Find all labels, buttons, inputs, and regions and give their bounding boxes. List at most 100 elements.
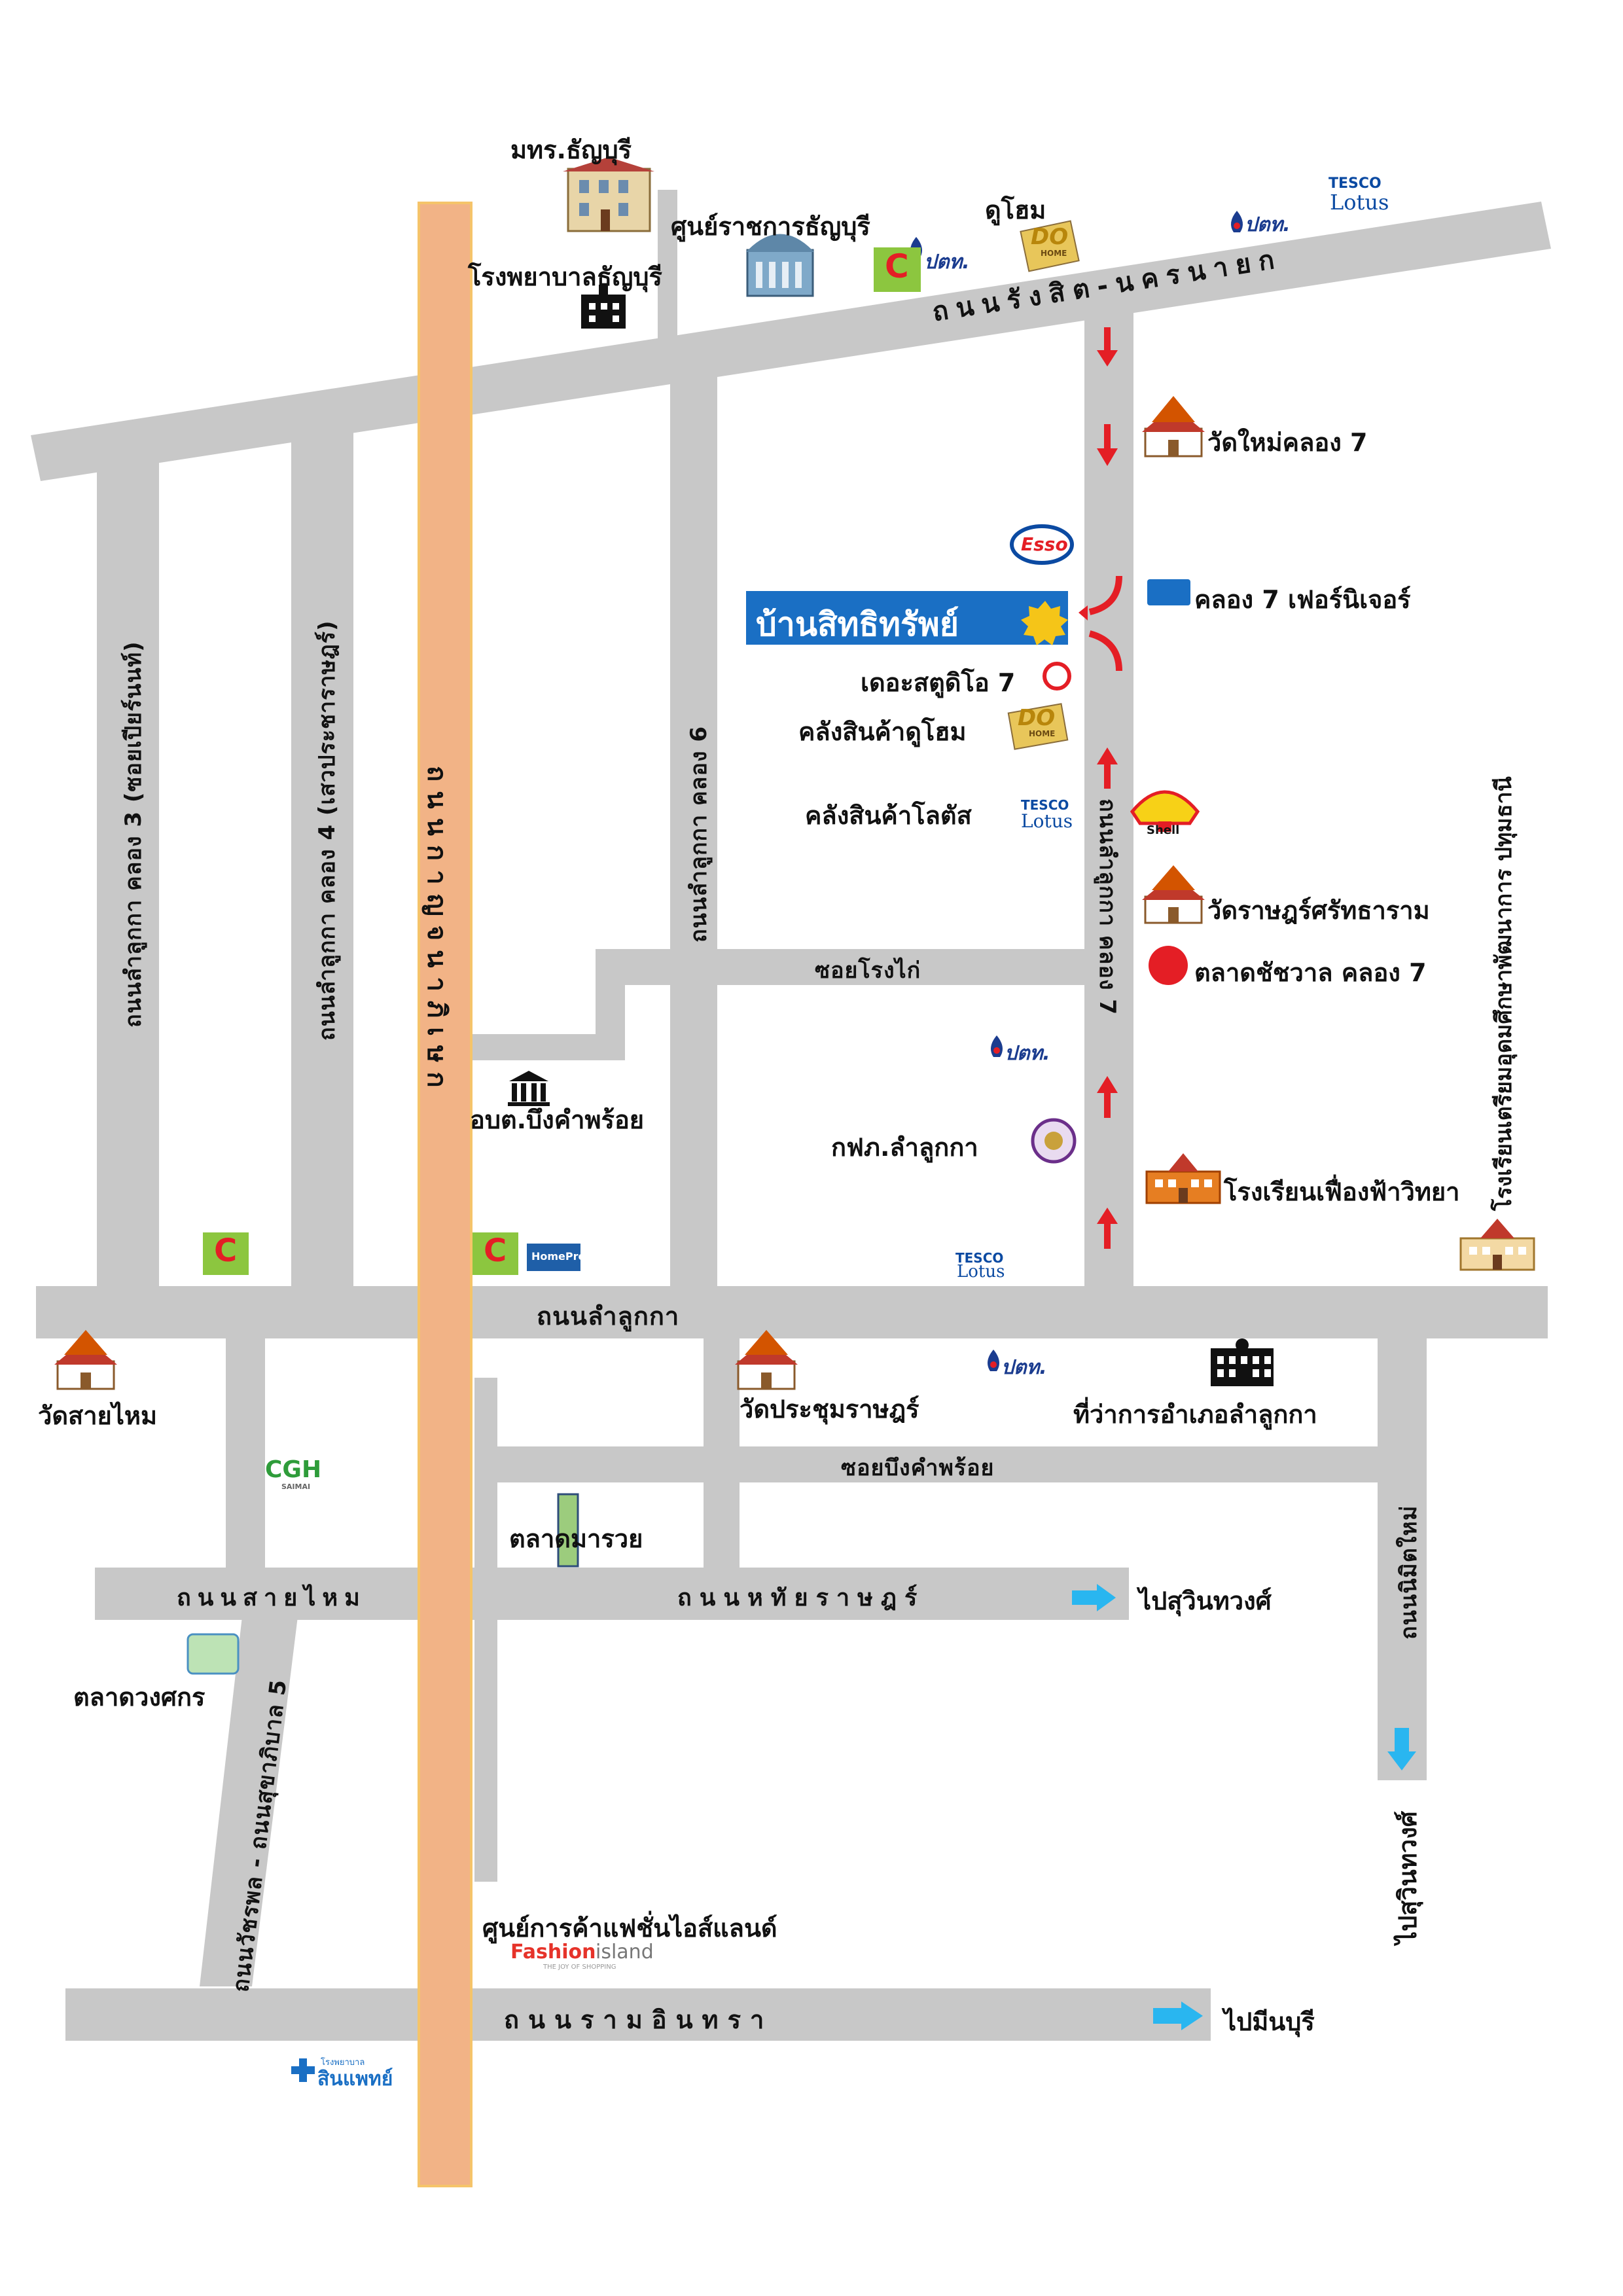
ptt-logo-text-4: ปตท. xyxy=(1001,1356,1047,1379)
road-watcharaphon xyxy=(200,1617,298,1986)
place-label-obt-bueng-kham-phroi: อบต.บึงคำพร้อย xyxy=(470,1105,645,1134)
road-rmutt-spur xyxy=(658,190,677,340)
ptt-logo-text-3: ปตท. xyxy=(1005,1042,1050,1065)
road-obt-spur xyxy=(465,1034,625,1060)
school-icon-prep-pathum xyxy=(1459,1219,1535,1271)
place-label-the-studio-7: เดอะสตูดิโอ 7 xyxy=(861,668,1016,697)
place-label-talad-maruay: ตลาดมารวย xyxy=(509,1524,643,1553)
tesco-logo-text-low-1: TESCO xyxy=(955,1250,1004,1266)
bigc-logo-text-3: C xyxy=(484,1232,507,1269)
road-label-kanchanaphisek: ถนนกาญจนาภิเษก xyxy=(421,766,452,1097)
homepro-logo-box xyxy=(527,1244,580,1271)
government-center-icon xyxy=(746,234,814,297)
hospital-icon xyxy=(581,285,626,329)
place-label-thanyaburi-hospital: โรงพยาบาลธัญบุรี xyxy=(468,262,662,291)
bigc-logo-text-1: C xyxy=(885,247,909,285)
tesco-logo-text-top-2: Lotus xyxy=(1330,190,1389,215)
sinphaet-logo-1: โรงพยาบาล xyxy=(321,2058,365,2068)
road-label-soi-rong-kai: ซอยโรงไก่ xyxy=(815,958,921,984)
road-label-khlong-4: ถนนลำลูกกา คลอง 4 (เสวประชาราษฎร์) xyxy=(314,620,340,1041)
shell-logo xyxy=(1130,790,1200,832)
road-label-lam-luk-ka: ถนนลำลูกกา xyxy=(537,1302,680,1331)
school-icon-feuangfa xyxy=(1145,1153,1221,1204)
sinphaet-logo-2: สินแพทย์ xyxy=(317,2068,393,2090)
road-label-khlong-6: ถนนลำลูกกา คลอง 6 xyxy=(686,725,712,942)
bigc-logo-box-1 xyxy=(874,247,921,292)
ptt-flame-icon-4 xyxy=(988,1350,999,1371)
dohome-logo-text-top-2: HOME xyxy=(1041,249,1067,258)
ptt-flame-icon-3 xyxy=(991,1035,1003,1057)
place-label-fashion-island: ศูนย์การค้าแฟชั่นไอส์แลนด์ xyxy=(482,1914,777,1943)
dohome-logo-text-mid-1: DO xyxy=(1018,705,1056,731)
road-kanchanaphisek xyxy=(418,202,473,2187)
dohome-logo-text-mid-2: HOME xyxy=(1029,729,1056,738)
tesco-logo-text-low-2: Lotus xyxy=(957,1262,1005,1282)
bigc-logo-box-2 xyxy=(203,1232,249,1275)
place-label-talad-wongsakorn: ตลาดวงศกร xyxy=(73,1683,205,1712)
ptt-flame-icon-2 xyxy=(1231,211,1243,232)
arrow-right-min-buri xyxy=(1153,2001,1203,2030)
esso-logo-text: Esso xyxy=(1021,533,1068,555)
road-sai-mai-hathai-rat xyxy=(95,1568,1129,1620)
tesco-logo-text-mid-1: TESCO xyxy=(1021,797,1069,813)
dohome-logo-box-2 xyxy=(1007,703,1069,750)
place-label-talad-chatchawan: ตลาดชัชวาล คลอง 7 xyxy=(1194,958,1427,987)
road-khlong-6 xyxy=(670,367,717,1289)
furniture-marker-icon xyxy=(1147,579,1190,605)
sun-icon xyxy=(1021,601,1068,645)
bigc-logo-text-2: C xyxy=(214,1232,238,1269)
place-label-lotus-warehouse: คลังสินค้าโลตัส xyxy=(805,801,972,830)
road-rangsit-nakhon-nayok xyxy=(31,202,1551,481)
road-khlong-7 xyxy=(1084,308,1133,1289)
tesco-logo-text-mid-2: Lotus xyxy=(1021,810,1073,832)
project-name-label: บ้านสิทธิทรัพย์ xyxy=(756,605,959,643)
road-khlong-3 xyxy=(97,445,159,1289)
road-soi-rong-kai xyxy=(596,949,1086,985)
pea-seal-inner xyxy=(1044,1132,1063,1150)
road-label-khlong-7: ถนนลำลูกกา คลอง 7 xyxy=(1094,798,1120,1016)
studio7-ring-icon xyxy=(1043,662,1071,691)
temple-icon-wat-sai-mai xyxy=(54,1330,117,1390)
district-office-icon xyxy=(1211,1338,1274,1386)
road-label-ram-inthra: ถนนรามอินทรา xyxy=(504,2005,774,2034)
place-label-wat-mai-khlong7: วัดใหม่คลอง 7 xyxy=(1207,428,1368,457)
place-label-prep-school-pathum: โรงเรียนเตรียมอุดมศึกษาพัฒนาการ ปทุมธานี xyxy=(1491,776,1517,1211)
road-ram-inthra xyxy=(65,1988,1211,2041)
fashion-island-logo-3: THE JOY OF SHOPPING xyxy=(543,1964,616,1971)
u-turn-mark xyxy=(1088,575,1122,672)
arrow-down-2 xyxy=(1097,424,1118,466)
destination-suwinthawong-east: ไปสุวินทวงศ์ xyxy=(1139,1587,1272,1615)
arrow-up-2 xyxy=(1097,1076,1118,1118)
road-khlong-4 xyxy=(291,425,353,1289)
road-west-spur xyxy=(474,1378,497,1882)
ptt-logo-text-1: ปตท. xyxy=(924,251,970,274)
road-sai-mai-connector xyxy=(226,1335,265,1577)
road-soi-bueng-kham-phroi xyxy=(474,1446,1381,1482)
road-label-nimit-mai: ถนนนิมิตใหม่ xyxy=(1396,1505,1422,1640)
place-label-thanyaburi-gov-center: ศูนย์ราชการธัญบุรี xyxy=(671,212,870,241)
cgh-logo-text: CGH xyxy=(265,1456,322,1483)
market-marker-chatchawan xyxy=(1149,946,1188,985)
place-label-dohome-warehouse: คลังสินค้าดูโฮม xyxy=(798,717,967,746)
dohome-logo-text-top-1: DO xyxy=(1031,224,1069,250)
place-label-wat-prachum-rat: วัดประชุมราษฎร์ xyxy=(740,1395,919,1424)
arrow-up-3 xyxy=(1097,1208,1118,1249)
place-label-wat-sai-mai: วัดสายไหม xyxy=(38,1401,158,1430)
arrows-red xyxy=(1097,327,1118,1249)
sinphaet-cross-icon xyxy=(291,2058,315,2082)
fashion-island-logo-1: Fashion xyxy=(510,1941,596,1964)
market-marker-maruay xyxy=(557,1493,579,1568)
temple-icon-wat-rat-sattharam xyxy=(1142,865,1205,924)
arrow-down-1 xyxy=(1097,327,1118,367)
esso-logo-oval xyxy=(1010,524,1074,565)
destination-suwinthawong-south: ไปสุวินทวงศ์ xyxy=(1393,1811,1422,1944)
place-label-khlong7-furniture: คลอง 7 เฟอร์นิเจอร์ xyxy=(1194,585,1411,614)
u-turn-arrowhead xyxy=(1079,605,1088,620)
place-label-feuangfa-school: โรงเรียนเฟื่องฟ้าวิทยา xyxy=(1224,1177,1460,1206)
obt-icon xyxy=(508,1071,550,1106)
tesco-logo-text-top-1: TESCO xyxy=(1329,175,1382,192)
arrows-blue xyxy=(1072,1584,1416,2030)
road-network xyxy=(31,190,1551,2041)
place-label-dohome-top: ดูโฮม xyxy=(985,196,1046,224)
